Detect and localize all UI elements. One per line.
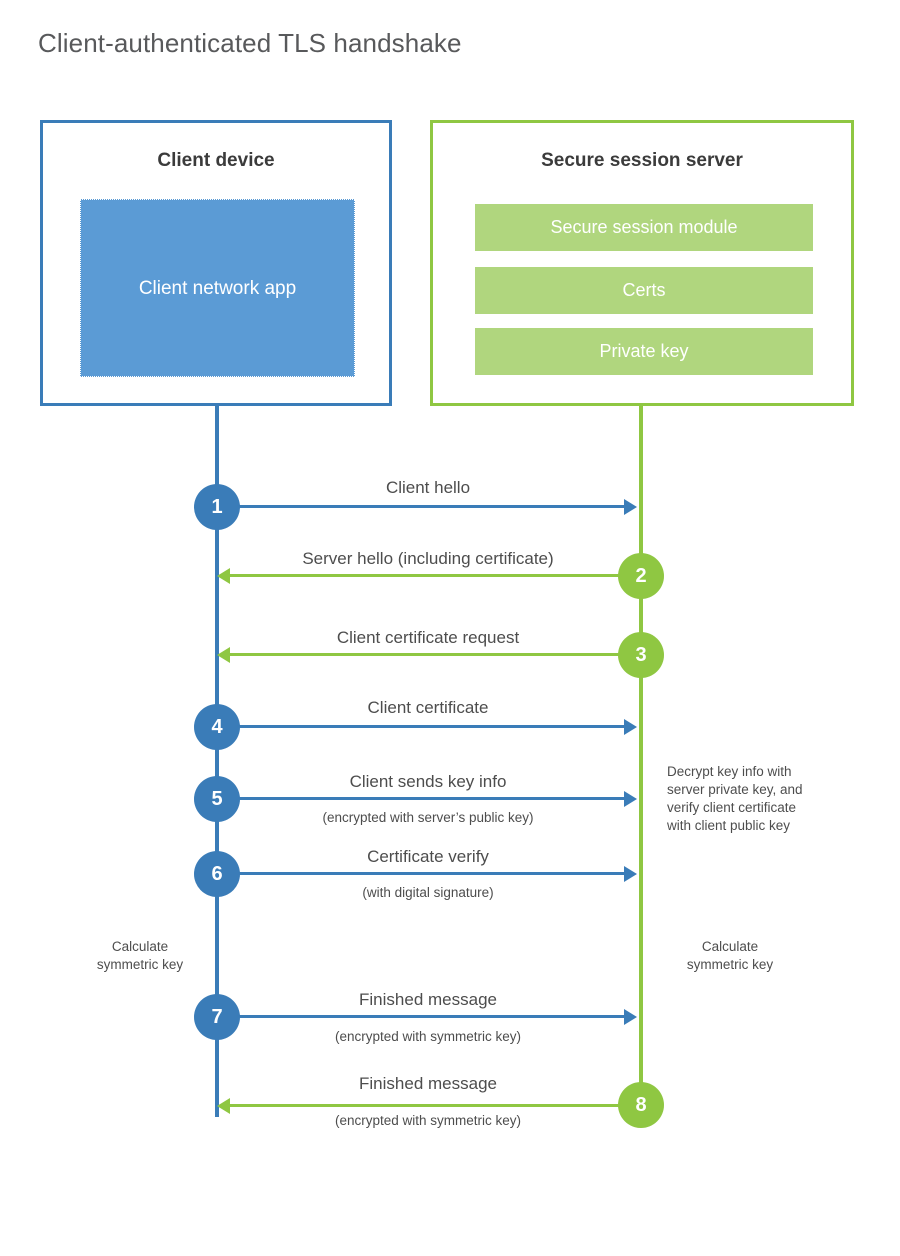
calc-key-server-line-2: symmetric key — [686, 957, 774, 972]
server-module-certs: Certs — [475, 267, 813, 314]
step-5-label: Client sends key info — [349, 772, 507, 791]
step-5-circle[interactable]: 5 — [194, 776, 240, 822]
step-4-circle[interactable]: 4 — [194, 704, 240, 750]
calculate-symmetric-key-server-note: Calculate symmetric key — [665, 938, 795, 974]
step-1-arrow-head — [624, 499, 637, 515]
step-8-sublabel: (encrypted with symmetric key) — [334, 1113, 522, 1128]
calc-key-client-line-1: Calculate — [111, 939, 169, 954]
step-1-circle[interactable]: 1 — [194, 484, 240, 530]
step-5-arrow-head — [624, 791, 637, 807]
step-8-arrow-line — [230, 1104, 640, 1107]
step-8-arrow-head — [217, 1098, 230, 1114]
step-1-arrow-line — [217, 505, 624, 508]
step-8-label: Finished message — [359, 1074, 497, 1093]
secure-session-server-title: Secure session server — [541, 150, 743, 171]
calc-key-server-line-1: Calculate — [701, 939, 759, 954]
step-6-circle[interactable]: 6 — [194, 851, 240, 897]
step-2-arrow-line — [230, 574, 640, 577]
server-module-secure-session-module: Secure session module — [475, 204, 813, 251]
step-5-sublabel: (encrypted with server’s public key) — [322, 810, 534, 825]
secure-session-server-box: Secure session server Secure session mod… — [430, 120, 854, 406]
step-7-sublabel: (encrypted with symmetric key) — [334, 1029, 522, 1044]
step-3-arrow-line — [230, 653, 640, 656]
decrypt-note-line-1: Decrypt key info with — [667, 764, 792, 779]
step-2-arrow-head — [217, 568, 230, 584]
client-network-app-label: Client network app — [138, 277, 297, 299]
step-7-arrow-line — [217, 1015, 624, 1018]
step-5-arrow-line — [217, 797, 624, 800]
step-4-label: Client certificate — [367, 698, 489, 717]
step-4-arrow-line — [217, 725, 624, 728]
client-device-box: Client device Client network app — [40, 120, 392, 406]
step-6-arrow-line — [217, 872, 624, 875]
step-6-label: Certificate verify — [367, 847, 489, 866]
decrypt-note-line-2: server private key, and — [667, 782, 803, 797]
decrypt-key-info-note: Decrypt key info with server private key… — [667, 763, 842, 835]
step-1-label: Client hello — [385, 478, 471, 497]
server-module-private-key: Private key — [475, 328, 813, 375]
step-3-circle[interactable]: 3 — [618, 632, 664, 678]
client-lifeline — [215, 404, 219, 1117]
decrypt-note-line-3: verify client certificate — [667, 800, 797, 815]
calculate-symmetric-key-client-note: Calculate symmetric key — [75, 938, 205, 974]
step-7-label: Finished message — [359, 990, 497, 1009]
client-network-app-block: Client network app — [80, 199, 355, 377]
step-3-label: Client certificate request — [336, 628, 520, 647]
step-2-circle[interactable]: 2 — [618, 553, 664, 599]
decrypt-note-line-4: with client public key — [667, 818, 791, 833]
step-7-arrow-head — [624, 1009, 637, 1025]
step-8-circle[interactable]: 8 — [618, 1082, 664, 1128]
calc-key-client-line-2: symmetric key — [96, 957, 184, 972]
client-device-title: Client device — [157, 150, 275, 171]
page-title: Client-authenticated TLS handshake — [38, 28, 462, 58]
step-2-label: Server hello (including certificate) — [302, 549, 554, 568]
step-7-circle[interactable]: 7 — [194, 994, 240, 1040]
server-lifeline — [639, 404, 643, 1107]
step-4-arrow-head — [624, 719, 637, 735]
step-6-sublabel: (with digital signature) — [362, 885, 494, 900]
step-3-arrow-head — [217, 647, 230, 663]
step-6-arrow-head — [624, 866, 637, 882]
